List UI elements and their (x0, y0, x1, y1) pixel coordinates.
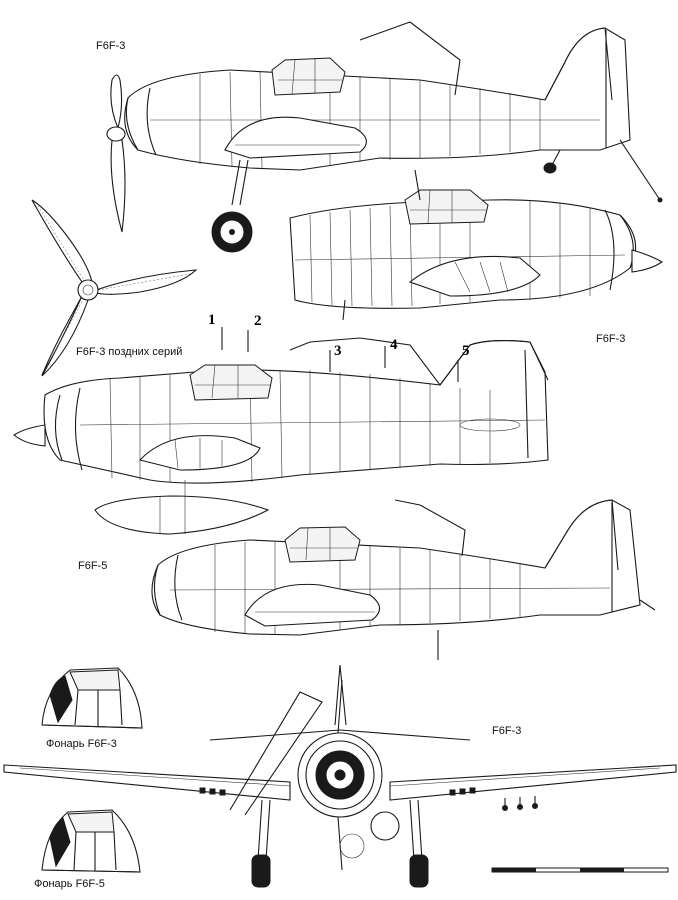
label-canopy-f6f5: Фонарь F6F-5 (34, 878, 105, 890)
side-view-f6f5 (151, 499, 656, 660)
canopy-f6f5-detail (41, 809, 141, 873)
label-f6f5: F6F-5 (78, 560, 108, 572)
side-view-f6f3-top (106, 21, 663, 253)
callout-4: 4 (390, 337, 398, 353)
label-f6f3-right: F6F-3 (596, 333, 626, 345)
label-f6f3-late: F6F-3 поздних серий (76, 346, 183, 358)
callout-5: 5 (462, 343, 470, 359)
label-f6f3-front: F6F-3 (492, 725, 522, 737)
callout-1: 1 (208, 312, 216, 328)
propeller-front-detail (31, 199, 198, 377)
canopy-f6f3-detail (41, 667, 143, 729)
label-f6f3-top: F6F-3 (96, 40, 126, 52)
front-view-f6f3 (3, 664, 677, 888)
side-view-f6f3-late (13, 327, 549, 535)
callout-2: 2 (254, 313, 262, 329)
label-canopy-f6f3: Фонарь F6F-3 (46, 738, 117, 750)
scale-bar (491, 867, 669, 873)
callout-3: 3 (334, 343, 342, 359)
side-view-f6f3-right (289, 169, 664, 321)
